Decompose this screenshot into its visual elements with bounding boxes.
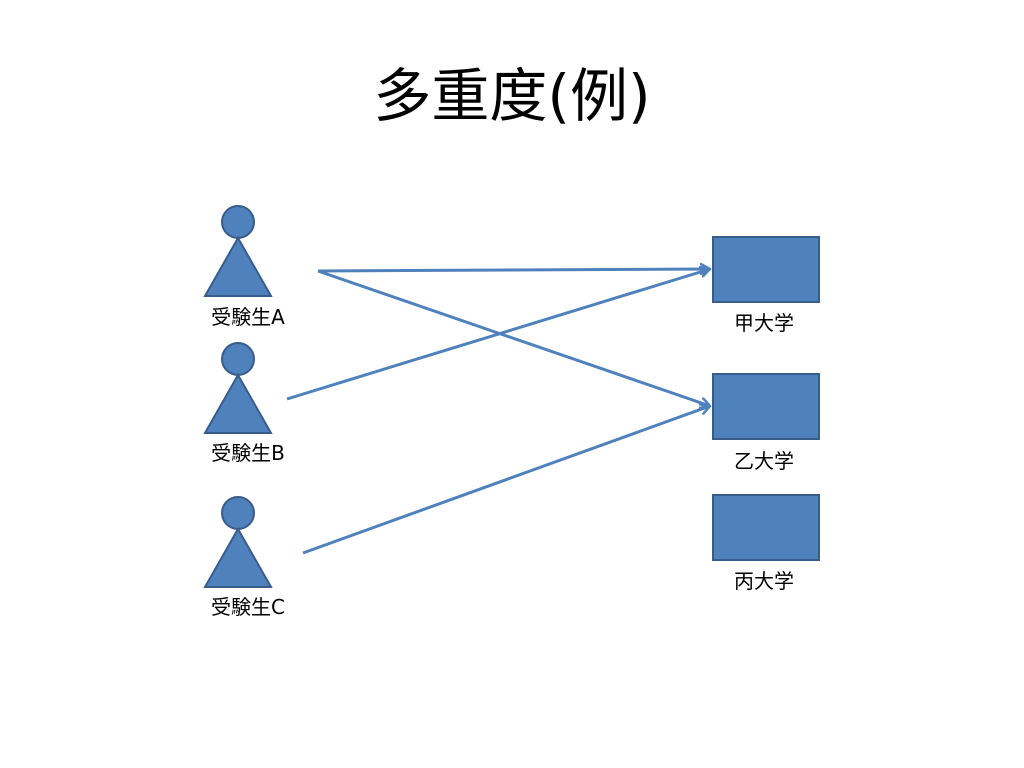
link-arrow-c-otsu [302,406,710,555]
student-a-figure [203,205,273,297]
student-body-icon [203,526,273,588]
student-head-icon [221,205,255,239]
student-b-figure [203,342,273,434]
university-box-hei [712,494,820,561]
link-arrow-b-kou [286,269,710,401]
link-arrow-a-kou [317,269,710,271]
student-body-icon [203,235,273,297]
student-head-icon [221,496,255,530]
student-body-icon [203,372,273,434]
university-box-otsu [712,373,820,440]
slide-title: 多重度(例) [373,62,651,130]
link-arrow-a-otsu [317,269,710,406]
university-box-kou [712,236,820,303]
student-head-icon [221,342,255,376]
university-label-hei: 丙大学 [734,569,794,593]
student-label-b: 受験生B [211,441,285,465]
university-label-otsu: 乙大学 [734,449,794,473]
student-label-c: 受験生C [211,595,285,619]
student-c-figure [203,496,273,588]
university-label-kou: 甲大学 [734,311,794,335]
student-label-a: 受験生A [211,305,285,329]
